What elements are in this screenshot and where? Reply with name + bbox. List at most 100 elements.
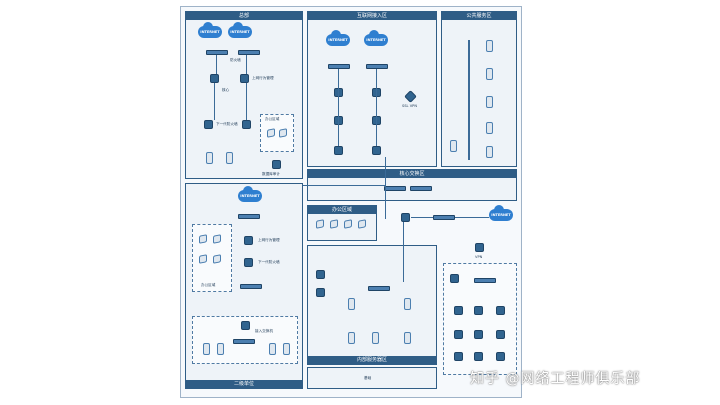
zone-bottom-title: 基础 xyxy=(364,376,372,380)
internet-cloud: INTERNET xyxy=(326,30,350,46)
terminal-icon xyxy=(454,330,463,339)
internet-cloud: INTERNET xyxy=(238,186,262,202)
audit-device-icon xyxy=(316,288,325,297)
nextgen-firewall-icon xyxy=(242,120,251,129)
server-icon xyxy=(269,343,276,355)
core-label: 核心 xyxy=(222,88,230,92)
behavior-mgmt-icon xyxy=(334,146,343,155)
switch-icon xyxy=(233,339,255,344)
terminal-icon xyxy=(496,352,505,361)
vpn-gateway-icon xyxy=(404,90,417,103)
branch-office-label: 办公区域 xyxy=(201,283,216,287)
nextgen-firewall-icon xyxy=(401,213,410,222)
link-line xyxy=(246,55,247,74)
server-icon xyxy=(372,332,379,344)
zone-tier2-branch-title: 二级单位 xyxy=(186,380,302,388)
server-icon xyxy=(217,343,224,355)
firewall-icon xyxy=(366,64,388,69)
server-icon xyxy=(283,343,290,355)
audit-device-icon xyxy=(316,270,325,279)
link-line xyxy=(216,55,217,74)
vpn-icon xyxy=(475,243,484,252)
zone-internal-servers: 内部服务器区 xyxy=(307,245,437,365)
computer-icon xyxy=(267,128,275,138)
vpn-label: VPN xyxy=(475,255,483,259)
watermark: 知乎 @网络工程师俱乐部 xyxy=(470,371,641,387)
zone-public-services: 公共服务区 xyxy=(441,11,517,167)
office-subzone: 办公区域 xyxy=(260,114,294,152)
switch-icon xyxy=(474,278,496,283)
access-switch-icon xyxy=(433,215,455,220)
zone-public-services-title: 公共服务区 xyxy=(442,12,516,20)
zone-internet-edge: 互联网接入区 INTERNET INTERNET SSL VPN xyxy=(307,11,437,167)
server-icon xyxy=(486,146,493,158)
audit-device-icon xyxy=(272,160,281,169)
link-line xyxy=(246,83,247,120)
switch-icon xyxy=(240,284,262,289)
behavior-mgmt-icon xyxy=(372,146,381,155)
zone-internet-edge-title: 互联网接入区 xyxy=(308,12,436,20)
internet-cloud: INTERNET xyxy=(489,205,513,221)
server-icon xyxy=(226,152,233,164)
zone-office: 办公区域 xyxy=(307,205,377,241)
nextgen-fw-label: 下一代防火墙 xyxy=(216,122,238,126)
core-switch-icon xyxy=(410,186,432,191)
firewall-icon xyxy=(328,64,350,69)
backbone-line xyxy=(455,217,489,218)
nextgen-firewall-icon xyxy=(204,120,213,129)
terminal-icon xyxy=(496,330,505,339)
backbone-line xyxy=(385,157,386,219)
computer-icon xyxy=(199,254,207,264)
terminal-icon xyxy=(454,306,463,315)
computer-icon xyxy=(316,219,324,229)
firewall-icon xyxy=(238,50,260,55)
server-icon xyxy=(486,122,493,134)
behavior-mgmt-label: 上网行为管理 xyxy=(252,76,274,80)
server-icon xyxy=(203,343,210,355)
zone-tier2-branch: INTERNET 上网行为管理 下一代防火墙 办公区域 接入交换机 二级单位 xyxy=(185,183,303,389)
backbone-line xyxy=(303,185,385,186)
branch-fw-label: 下一代防火墙 xyxy=(258,260,280,264)
server-icon xyxy=(206,152,213,164)
terminal-icon xyxy=(496,306,505,315)
zone-bottom: 基础 xyxy=(307,367,437,389)
server-icon xyxy=(348,332,355,344)
network-topology-diagram: 总部 INTERNET INTERNET 防火墙 上网行为管理 核心 下一代防火… xyxy=(180,6,522,398)
backbone-line xyxy=(403,222,404,282)
zone-headquarters: 总部 INTERNET INTERNET 防火墙 上网行为管理 核心 下一代防火… xyxy=(185,11,303,179)
computer-icon xyxy=(358,219,366,229)
zone-internal-servers-title: 内部服务器区 xyxy=(308,356,436,364)
link-line xyxy=(338,69,339,146)
terminal-icon xyxy=(474,330,483,339)
nextgen-firewall-icon xyxy=(244,258,253,267)
backbone-line xyxy=(411,217,433,218)
nextgen-firewall-icon xyxy=(450,274,459,283)
core-router-icon xyxy=(210,74,219,83)
firewall-icon xyxy=(206,50,228,55)
link-line xyxy=(214,83,215,120)
terminal-icon xyxy=(454,352,463,361)
zone-core-switching-title: 核心交换区 xyxy=(308,170,516,178)
computer-icon xyxy=(213,234,221,244)
server-icon xyxy=(486,68,493,80)
core-router-icon xyxy=(240,74,249,83)
server-icon xyxy=(450,140,457,152)
computer-icon xyxy=(330,219,338,229)
branch-office-subzone: 办公区域 xyxy=(192,224,232,292)
link-line xyxy=(468,40,470,160)
server-icon xyxy=(486,96,493,108)
nextgen-firewall-icon xyxy=(241,321,250,330)
ssl-vpn-label: SSL VPN xyxy=(402,104,418,108)
computer-icon xyxy=(199,234,207,244)
internet-cloud: INTERNET xyxy=(198,22,222,38)
internet-cloud: INTERNET xyxy=(228,22,252,38)
server-icon xyxy=(404,298,411,310)
behavior-mgmt-icon xyxy=(244,236,253,245)
zone-office-title: 办公区域 xyxy=(308,206,376,214)
server-icon xyxy=(348,298,355,310)
office-zone-label: 办公区域 xyxy=(265,117,280,121)
audit-label: 数据库审计 xyxy=(262,172,280,176)
firewall-icon xyxy=(238,214,260,219)
computer-icon xyxy=(344,219,352,229)
link-line xyxy=(376,69,377,146)
